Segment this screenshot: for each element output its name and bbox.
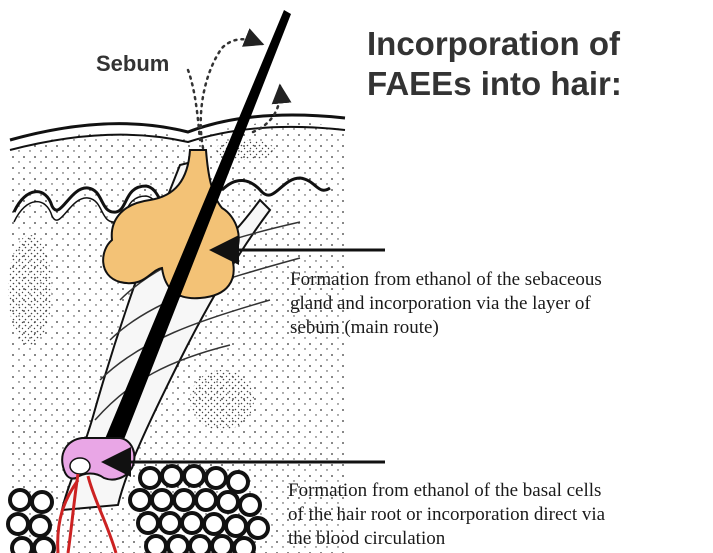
annotation-line: Formation from ethanol of the sebaceous [290,268,602,292]
sebaceous-route-annotation: Formation from ethanol of the sebaceous … [290,268,602,340]
root-route-annotation: Formation from ethanol of the basal cell… [288,479,605,551]
dermal-papilla [70,458,90,474]
annotation-line: the blood circulation [288,527,605,551]
dot-cluster [190,370,254,430]
title-line: FAEEs into hair: [367,64,707,104]
annotation-line: gland and incorporation via the layer of [290,292,602,316]
annotation-line: Formation from ethanol of the basal cell… [288,479,605,503]
fat-cells-left [8,490,54,553]
hair-bulb [62,438,134,480]
sebum-label: Sebum [96,51,169,77]
diagram-title: Incorporation of FAEEs into hair: [367,24,707,104]
dot-cluster [8,235,52,345]
annotation-line: of the hair root or incorporation direct… [288,503,605,527]
title-line: Incorporation of [367,24,707,64]
annotation-line: sebum (main route) [290,316,602,340]
